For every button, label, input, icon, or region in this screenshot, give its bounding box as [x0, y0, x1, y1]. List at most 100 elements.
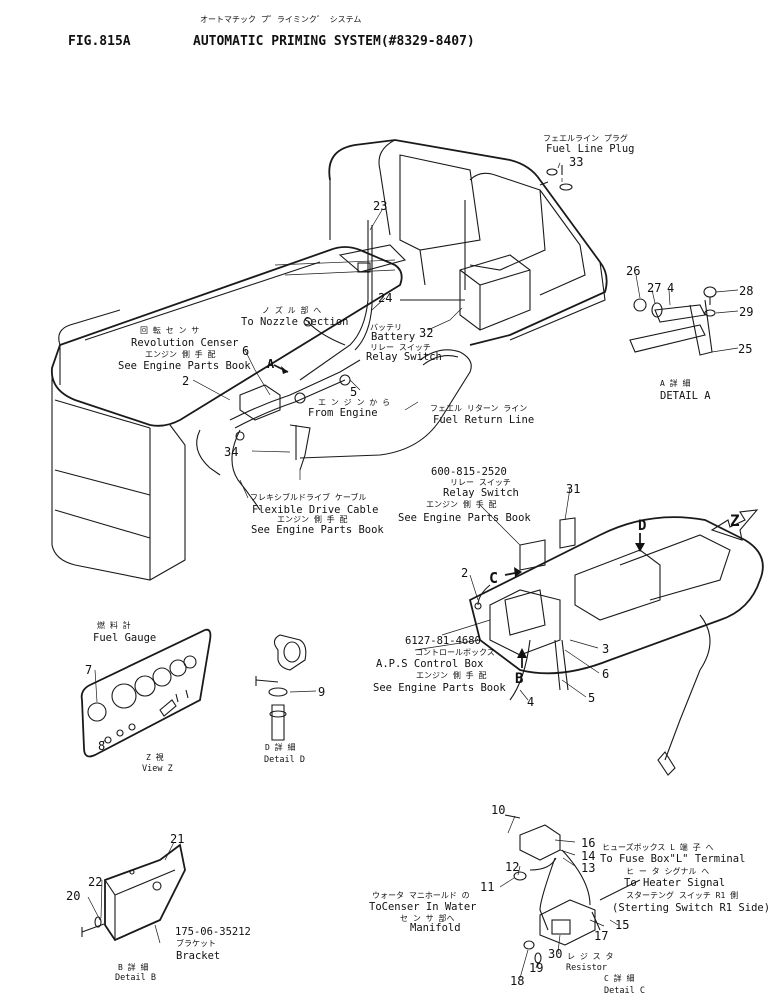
part-number-17: 17: [594, 929, 608, 943]
part-number-2-c: 2: [461, 566, 468, 580]
part-number-34: 34: [224, 445, 238, 459]
part-number-9: 9: [318, 685, 325, 699]
revolution-censer-jp: 回 転 セ ン サ: [140, 326, 199, 335]
part-number-5-c: 5: [588, 691, 595, 705]
part-number-4-c: 4: [527, 695, 534, 709]
resistor-label: Resistor: [566, 963, 607, 973]
title-japanese: オートマチック プ゛ライミンク゛ システム: [200, 15, 361, 24]
relay-switch-2-jp: リレー スイッチ: [450, 478, 511, 487]
part-number-13: 13: [581, 861, 595, 875]
aps-box-part-number: 6127-81-4680: [405, 635, 481, 647]
flex-drive-jp: フレキシブルドライブ ケーブル: [250, 492, 366, 502]
engine-parts-3-label: See Engine Parts Book: [398, 512, 531, 524]
detail-b-drawing: [81, 843, 186, 942]
part-number-30: 30: [548, 947, 562, 961]
engine-parts-1-label: See Engine Parts Book: [118, 360, 251, 372]
fuel-gauge-jp: 燃 料 計: [97, 620, 131, 630]
bracket-label: Bracket: [176, 950, 220, 962]
from-engine-jp: エ ン ジ ン か ら: [318, 398, 390, 407]
detail-d-drawing: [255, 634, 307, 741]
part-number-11: 11: [480, 880, 494, 894]
detail-c-label: Detail C: [604, 986, 645, 996]
part-number-28: 28: [739, 284, 753, 298]
fuel-return-label: Fuel Return Line: [433, 414, 534, 426]
starting-switch-jp: スターテング スイッチ R1 側: [626, 890, 738, 900]
part-number-26: 26: [626, 264, 640, 278]
callout-labels: フェエルライン プラグ Fuel Line Plug ノ ズ ル 部 へ To …: [93, 133, 770, 996]
revolution-censer-label: Revolution Censer: [131, 337, 238, 349]
machine-body-drawing: [51, 139, 608, 581]
part-number-19: 19: [529, 961, 543, 975]
detail-d-label: Detail D: [264, 755, 305, 765]
fuel-return-jp: フェエル リターン ライン: [430, 404, 527, 413]
relay-switch-jp: リレー スイッチ: [370, 343, 431, 352]
to-nozzle-jp: ノ ズ ル 部 へ: [262, 305, 321, 315]
detail-b-label: Detail B: [115, 973, 156, 983]
part-number-10: 10: [491, 803, 505, 817]
part-number-2-main: 2: [182, 374, 189, 388]
part-number-24: 24: [378, 291, 392, 305]
part-number-27: 27: [647, 281, 661, 295]
to-nozzle-label: To Nozzle Section: [241, 316, 348, 328]
part-number-18: 18: [510, 974, 524, 988]
part-number-22: 22: [88, 875, 102, 889]
part-number-33: 33: [569, 155, 583, 169]
part-number-labels: 23 33 24 32 6 2 5 34 26 27 4 28 29 25 31…: [66, 155, 753, 988]
flex-drive-label: Flexible Drive Cable: [252, 504, 378, 516]
manifold-label: Manifold: [410, 922, 461, 934]
water-censer-jp: ウォータ マニホールド の: [372, 891, 470, 900]
fuel-gauge-label: Fuel Gauge: [93, 632, 156, 644]
engine-parts-2-label: See Engine Parts Book: [251, 524, 384, 536]
manifold-jp: セ ン サ 部へ: [400, 913, 454, 923]
part-number-3: 3: [602, 642, 609, 656]
bracket-jp: ブラケット: [176, 938, 216, 948]
relay-switch-part-number: 600-815-2520: [431, 466, 507, 478]
engine-parts-4-label: See Engine Parts Book: [373, 682, 506, 694]
engine-detail-drawing: [468, 509, 764, 776]
part-number-20: 20: [66, 889, 80, 903]
part-number-4-a: 4: [667, 281, 674, 295]
heater-signal-label: To Heater Signal: [624, 877, 725, 889]
starting-switch-label: (Sterting Switch R1 Side): [612, 902, 770, 914]
detail-d-jp: D 詳 細: [265, 742, 295, 752]
water-censer-label: ToCenser In Water: [369, 901, 476, 913]
fuse-box-jp: ヒューズボックス L 端 子 へ: [602, 842, 713, 852]
view-z-label: View Z: [142, 764, 173, 774]
part-number-31: 31: [566, 482, 580, 496]
relay-switch-label: Relay Switch: [366, 351, 442, 363]
part-number-15: 15: [615, 918, 629, 932]
view-letter-d: D: [638, 518, 646, 534]
part-number-6-main: 6: [242, 344, 249, 358]
part-number-23: 23: [373, 199, 387, 213]
fuel-line-plug-label: Fuel Line Plug: [546, 143, 635, 155]
part-number-12: 12: [505, 860, 519, 874]
part-number-6-c: 6: [602, 667, 609, 681]
part-number-25: 25: [738, 342, 752, 356]
detail-b-jp: B 詳 細: [118, 962, 148, 972]
part-number-29: 29: [739, 305, 753, 319]
part-number-8: 8: [98, 739, 105, 753]
aps-box-jp: コントロールボックス: [415, 648, 495, 657]
bracket-part-number: 175-06-35212: [175, 926, 251, 938]
part-number-7: 7: [85, 663, 92, 677]
part-number-5-main: 5: [350, 385, 357, 399]
view-letter-b: B: [515, 671, 523, 687]
detail-c-jp: C 詳 細: [604, 973, 634, 983]
view-letter-c: C: [489, 569, 498, 587]
heater-signal-jp: ヒ ー タ シグナル へ: [626, 866, 709, 876]
figure-label: FIG.815A: [68, 34, 131, 49]
view-z-drawing: [80, 628, 212, 758]
view-z-jp: Z 視: [146, 753, 164, 762]
detail-a-drawing: [629, 286, 717, 356]
page-title: AUTOMATIC PRIMING SYSTEM(#8329-8407): [193, 34, 475, 49]
battery-label: Battery: [371, 331, 415, 343]
part-number-21: 21: [170, 832, 184, 846]
resistor-jp: レ ジ ス タ: [567, 952, 613, 961]
engine-parts-4-jp: エンジン 側 手 配: [416, 670, 486, 680]
detail-a-label: DETAIL A: [660, 390, 711, 402]
fuse-box-label: To Fuse Box"L" Terminal: [600, 853, 745, 865]
part-number-32: 32: [419, 326, 433, 340]
relay-switch-2-label: Relay Switch: [443, 487, 519, 499]
detail-a-jp: A 詳 細: [660, 378, 690, 388]
